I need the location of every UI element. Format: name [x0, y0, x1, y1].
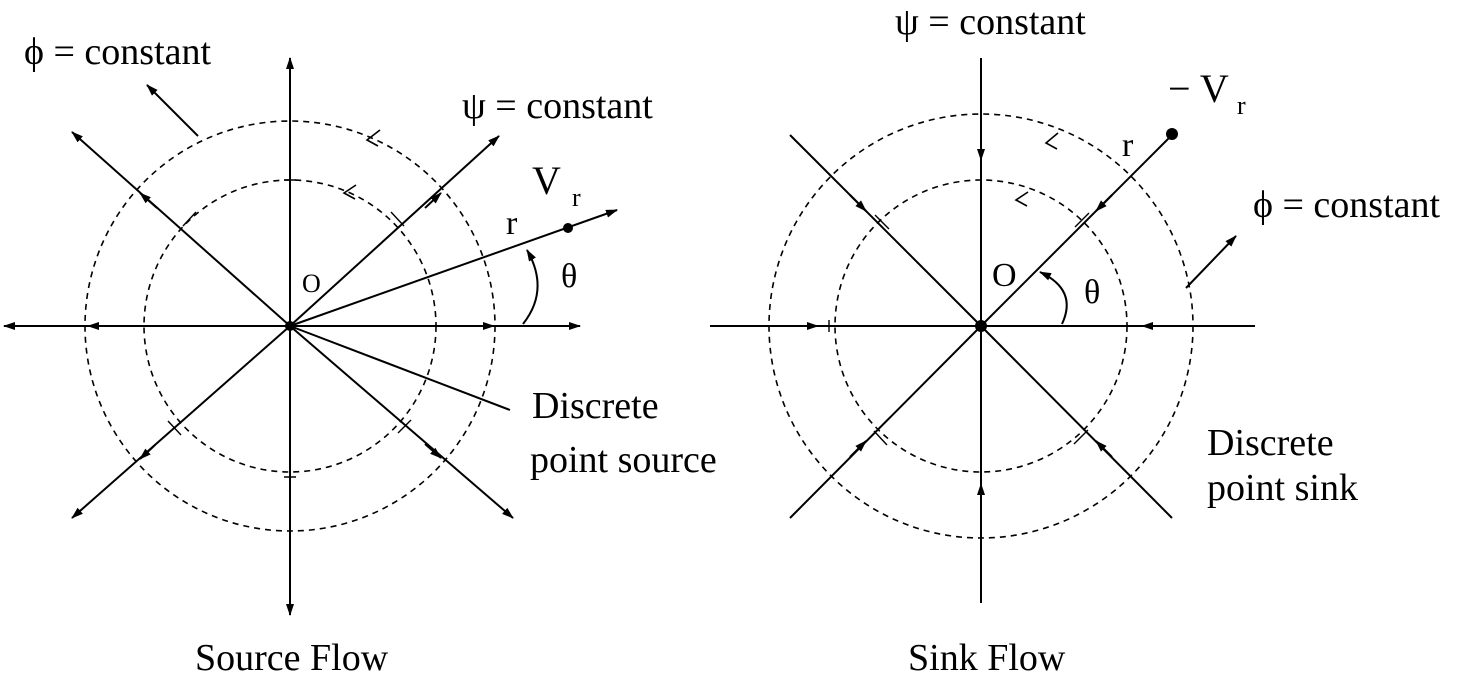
sink-point — [975, 320, 987, 332]
sink-outer-circle-arrow — [1044, 132, 1059, 150]
source-theta-arc — [522, 249, 539, 325]
source-crossing-arrow-ur — [424, 192, 442, 209]
sink-flow-diagram — [710, 58, 1255, 603]
source-crossing-arrow-ul — [139, 192, 158, 209]
source-point — [285, 321, 295, 331]
source-flow-diagram — [3, 57, 618, 616]
source-r-label: r — [506, 205, 518, 242]
source-streamline-upper-right — [289, 135, 500, 327]
sink-arrow-ll — [849, 440, 867, 458]
source-streamline-lower-right — [289, 325, 514, 519]
sink-theta-arc — [1039, 271, 1068, 325]
source-streamline-lower-left — [71, 325, 291, 519]
source-phi-leader — [146, 84, 199, 137]
sink-r-label: r — [1122, 127, 1134, 164]
source-psi-constant-label: ψ = constant — [462, 85, 653, 127]
sink-inner-circle-arrow — [1014, 191, 1029, 207]
source-description-line2: point source — [530, 439, 717, 481]
source-outer-circle-arrow — [365, 129, 381, 147]
sink-velocity-subscript: r — [1237, 91, 1246, 120]
sink-arrow-ur — [1095, 194, 1113, 212]
sink-flow-title: Sink Flow — [908, 637, 1066, 675]
source-crossing-arrow-ll — [139, 444, 156, 460]
source-description-leader — [289, 325, 511, 411]
sink-psi-constant-label: ψ = constant — [895, 1, 1086, 43]
source-vr-point — [563, 223, 573, 233]
sink-streamline-lower-right — [980, 325, 1173, 519]
sink-phi-leader — [1185, 235, 1237, 289]
sink-velocity-symbol: − V — [1168, 66, 1229, 111]
sink-arrow-ul — [849, 194, 867, 212]
sink-phi-constant-label: ϕ = constant — [1253, 184, 1441, 226]
sink-theta-label: θ — [1084, 274, 1100, 311]
sink-description-line1: Discrete — [1207, 422, 1334, 464]
source-phi-constant-label: ϕ = constant — [24, 31, 212, 73]
source-origin-label: O — [302, 269, 321, 298]
source-theta-label: θ — [561, 258, 577, 295]
source-description-line1: Discrete — [532, 385, 659, 427]
source-velocity-subscript: r — [572, 183, 581, 212]
sink-streamline-lower-left — [789, 325, 982, 519]
sink-streamline-upper-left — [789, 134, 982, 327]
sink-origin-label: O — [992, 257, 1017, 294]
sink-streamline-upper-right — [980, 134, 1173, 327]
sink-description-line2: point sink — [1207, 467, 1358, 509]
sink-vr-point — [1166, 128, 1178, 140]
source-vr-radial-line — [289, 209, 618, 327]
source-crossing-arrow-lr — [424, 443, 442, 459]
source-inner-crossing-ticks — [167, 179, 412, 478]
sink-arrow-lr — [1095, 440, 1113, 458]
source-streamline-upper-left — [71, 131, 291, 327]
source-flow-title: Source Flow — [195, 637, 389, 675]
sink-inner-crossing-ticks — [828, 212, 1090, 446]
source-inner-circle-arrow — [342, 184, 357, 200]
source-velocity-symbol: V — [532, 158, 561, 203]
